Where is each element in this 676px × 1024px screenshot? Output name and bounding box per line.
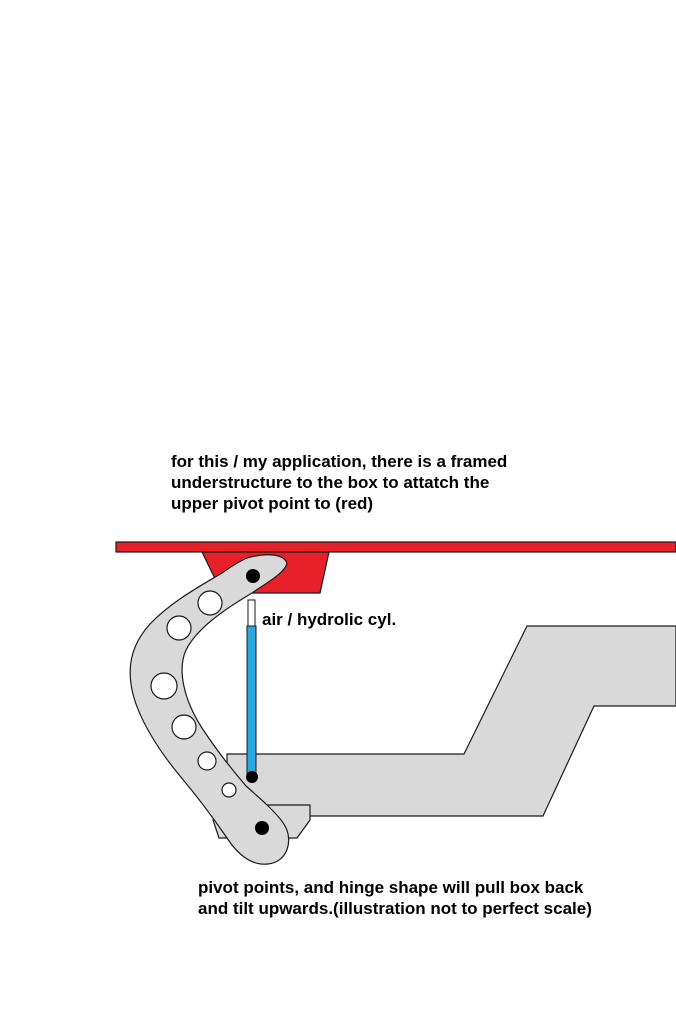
lower-pivot-point xyxy=(255,821,269,835)
arm-hole xyxy=(171,714,197,740)
note-line: upper pivot point to (red) xyxy=(171,494,374,513)
arm-hole xyxy=(197,751,217,771)
arm-hole xyxy=(150,672,178,700)
arm-hole xyxy=(221,782,237,798)
upper-pivot-point xyxy=(246,569,260,583)
note-line: and tilt upwards.(illustration not to pe… xyxy=(198,899,592,918)
frame-rail xyxy=(115,541,676,553)
note-line: pivot points, and hinge shape will pull … xyxy=(198,878,584,897)
note-framed-understructure: for this / my application, there is a fr… xyxy=(171,451,507,514)
note-pivot-points: pivot points, and hinge shape will pull … xyxy=(198,877,592,919)
cylinder-rod xyxy=(247,599,256,627)
box-body xyxy=(226,625,676,817)
note-line: for this / my application, there is a fr… xyxy=(171,452,508,471)
cylinder-label: air / hydrolic cyl. xyxy=(262,610,397,629)
cylinder-barrel xyxy=(246,625,257,777)
note-line: understructure to the box to attatch the xyxy=(171,473,490,492)
cylinder-pivot-point xyxy=(246,771,258,783)
arm-hole xyxy=(197,590,223,616)
arm-hole xyxy=(166,615,192,641)
